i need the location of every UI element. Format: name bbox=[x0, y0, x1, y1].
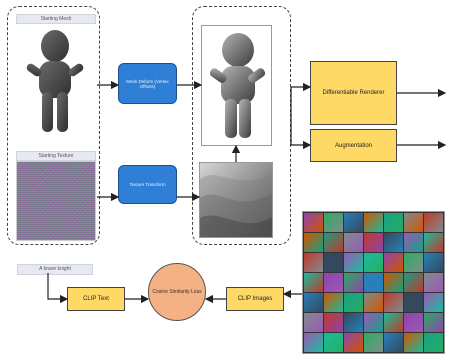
grid-tile bbox=[403, 312, 424, 333]
grid-tile bbox=[303, 272, 324, 293]
rendered-augmentation-grid bbox=[302, 211, 445, 354]
grid-tile bbox=[303, 212, 324, 233]
grid-tile bbox=[303, 332, 324, 353]
starting-texture-noise bbox=[16, 161, 96, 241]
starting-mesh-figure bbox=[20, 28, 90, 140]
grid-tile bbox=[343, 212, 364, 233]
textured-mesh-icon bbox=[202, 26, 271, 145]
grid-tile bbox=[343, 312, 364, 333]
grid-tile bbox=[383, 212, 404, 233]
texture-preview-frame bbox=[199, 162, 273, 238]
grid-tile bbox=[363, 252, 384, 273]
grid-tile bbox=[343, 252, 364, 273]
grid-tile bbox=[383, 332, 404, 353]
grid-tile bbox=[323, 292, 344, 313]
mesh-deform-box: Mesh Deform (Vertex Offsets) bbox=[118, 63, 177, 104]
grid-tile bbox=[423, 332, 444, 353]
grid-tile bbox=[363, 312, 384, 333]
grid-tile bbox=[403, 232, 424, 253]
differentiable-renderer-box: Differentiable Renderer bbox=[310, 61, 397, 125]
grid-tile bbox=[363, 212, 384, 233]
starting-texture-label: Starting Texture bbox=[16, 151, 96, 161]
grid-tile bbox=[423, 292, 444, 313]
grid-tile bbox=[323, 312, 344, 333]
grid-tile bbox=[303, 252, 324, 273]
grid-tile bbox=[363, 332, 384, 353]
grid-tile bbox=[343, 232, 364, 253]
texture-transform-box: Texture Transform bbox=[118, 165, 177, 204]
starting-assets-group bbox=[7, 6, 100, 245]
grid-tile bbox=[363, 272, 384, 293]
grid-tile bbox=[423, 252, 444, 273]
grid-tile bbox=[363, 232, 384, 253]
grid-tile bbox=[383, 312, 404, 333]
grid-tile bbox=[423, 232, 444, 253]
grid-tile bbox=[323, 332, 344, 353]
grid-tile bbox=[303, 232, 324, 253]
grid-tile bbox=[343, 292, 364, 313]
augmentation-box: Augmentation bbox=[310, 129, 397, 162]
grid-tile bbox=[423, 312, 444, 333]
grid-tile bbox=[323, 272, 344, 293]
text-prompt-label: A brave knight bbox=[17, 264, 93, 275]
grid-tile bbox=[363, 292, 384, 313]
grid-tile bbox=[323, 212, 344, 233]
grid-tile bbox=[303, 312, 324, 333]
cosine-similarity-loss-circle: Cosine Similarity Loss bbox=[148, 263, 206, 321]
grid-tile bbox=[383, 272, 404, 293]
grid-tile bbox=[403, 252, 424, 273]
starting-mesh-label: Starting Mesh bbox=[16, 14, 96, 24]
grid-tile bbox=[343, 332, 364, 353]
grid-tile bbox=[403, 212, 424, 233]
grid-tile bbox=[403, 272, 424, 293]
grid-tile bbox=[323, 252, 344, 273]
grid-tile bbox=[303, 292, 324, 313]
grid-tile bbox=[383, 232, 404, 253]
render-preview-frame bbox=[201, 25, 272, 146]
texture-preview-icon bbox=[200, 163, 272, 237]
grid-tile bbox=[403, 332, 424, 353]
mesh-figure-icon bbox=[26, 30, 84, 132]
clip-images-box: CLIP Images bbox=[226, 287, 284, 311]
grid-tile bbox=[343, 272, 364, 293]
grid-tile bbox=[403, 292, 424, 313]
grid-tile bbox=[423, 212, 444, 233]
clip-text-box: CLIP Text bbox=[67, 287, 125, 311]
grid-tile bbox=[383, 292, 404, 313]
grid-tile bbox=[423, 272, 444, 293]
grid-tile bbox=[383, 252, 404, 273]
grid-tile bbox=[323, 232, 344, 253]
